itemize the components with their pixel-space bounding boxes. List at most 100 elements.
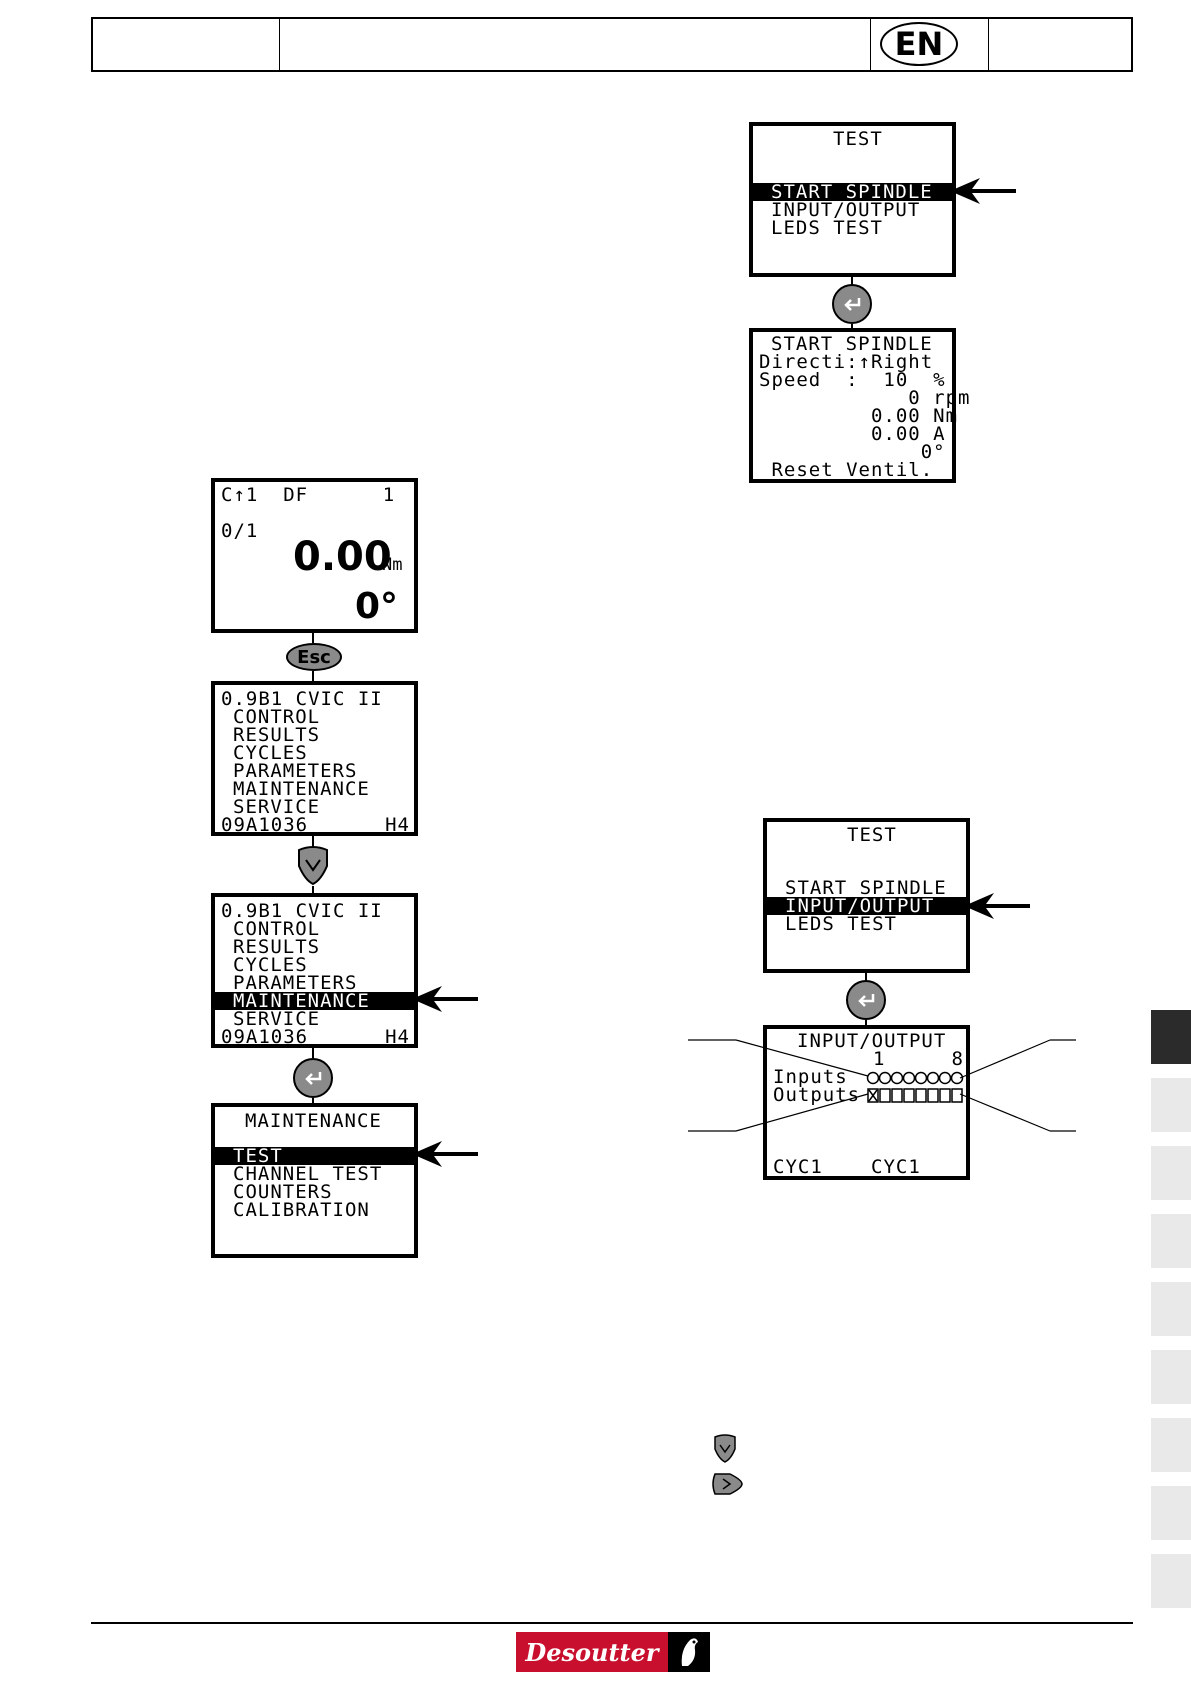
connector — [312, 1098, 314, 1106]
connector — [312, 1048, 314, 1058]
menu-item-results[interactable]: RESULTS — [233, 724, 321, 746]
spindle-title: START SPINDLE — [771, 333, 933, 355]
io-title: INPUT/OUTPUT — [797, 1030, 947, 1052]
right-key-icon — [712, 1473, 743, 1495]
enter-icon — [844, 298, 861, 311]
menu-item-calibration[interactable]: CALIBRATION — [233, 1199, 370, 1221]
enter-button[interactable] — [293, 1058, 333, 1098]
menu-item-control[interactable]: CONTROL — [233, 918, 321, 940]
header-cell-3 — [870, 19, 989, 70]
display-test-menu: TEST START SPINDLE INPUT/OUTPUT LEDS TES… — [749, 122, 956, 277]
menu-item-maintenance[interactable]: MAINTENANCE — [233, 778, 370, 800]
rpm-line: 0 rpm — [759, 387, 971, 409]
menu-item-input-output[interactable]: INPUT/OUTPUT — [771, 199, 921, 221]
esc-button[interactable]: Esc — [286, 643, 342, 671]
chapter-tab[interactable] — [1151, 1078, 1191, 1132]
menu-title: TEST — [847, 824, 897, 846]
angle-line: 0° — [759, 441, 946, 463]
angle-value: 0° — [355, 586, 399, 627]
connector — [312, 886, 314, 894]
pointer-arrow-icon — [412, 1141, 478, 1167]
menu-item-test-selected[interactable]: TEST — [215, 1147, 414, 1166]
menu-item-channel-test[interactable]: CHANNEL TEST — [233, 1163, 383, 1185]
menu-item-control[interactable]: CONTROL — [233, 706, 321, 728]
torque-unit: Nm — [382, 555, 403, 575]
display-home: C↑1 DF 1 0/1 0.00 Nm 0° — [211, 478, 418, 633]
enter-button[interactable] — [832, 284, 872, 324]
menu-item-parameters[interactable]: PARAMETERS — [233, 760, 358, 782]
menu-title: MAINTENANCE — [245, 1110, 382, 1132]
output-squares — [867, 1088, 963, 1103]
menu-title: 0.9B1 CVIC II — [221, 688, 383, 710]
display-test-menu-io: TEST START SPINDLE INPUT/OUTPUT LEDS TES… — [763, 818, 970, 973]
language-badge: EN — [880, 22, 958, 66]
brand-logo: Desoutter — [516, 1632, 710, 1672]
chapter-tab[interactable] — [1151, 1486, 1191, 1540]
connector — [865, 973, 867, 981]
chapter-tab[interactable] — [1151, 1282, 1191, 1336]
display-main-menu: 0.9B1 CVIC II CONTROL RESULTS CYCLES PAR… — [211, 681, 418, 836]
menu-item-input-output-selected[interactable]: INPUT/OUTPUT — [767, 897, 966, 916]
menu-item-maintenance-selected[interactable]: MAINTENANCE — [215, 992, 414, 1011]
current-line: 0.00 A — [759, 423, 946, 445]
version-code: H4 — [385, 1026, 410, 1048]
pointer-arrow-icon — [964, 893, 1030, 919]
display-start-spindle: START SPINDLE Directi:↑Right Speed : 10 … — [749, 328, 971, 483]
menu-item-cycles[interactable]: CYCLES — [233, 742, 308, 764]
chapter-tab[interactable] — [1151, 1554, 1191, 1608]
display-maintenance-menu: MAINTENANCE TEST CHANNEL TEST COUNTERS C… — [211, 1103, 418, 1258]
chapter-tab[interactable] — [1151, 1214, 1191, 1268]
menu-item-service[interactable]: SERVICE — [233, 796, 321, 818]
chapter-tab[interactable] — [1151, 1146, 1191, 1200]
inputs-label: Inputs — [773, 1066, 848, 1088]
io-index-last: 8 — [951, 1048, 964, 1070]
outputs-label: Outputs — [773, 1084, 861, 1106]
io-index-first: 1 — [873, 1048, 886, 1070]
input-circles — [866, 1071, 964, 1085]
menu-item-results[interactable]: RESULTS — [233, 936, 321, 958]
footer-rule — [91, 1622, 1133, 1624]
io-indicators — [866, 1071, 964, 1103]
connector — [865, 1020, 867, 1026]
enter-button[interactable] — [846, 980, 886, 1020]
chapter-tab[interactable] — [1151, 1350, 1191, 1404]
connector — [851, 277, 853, 285]
enter-icon — [305, 1072, 322, 1085]
torque-value: 0.00 — [293, 534, 392, 580]
menu-item-start-spindle[interactable]: START SPINDLE — [785, 877, 947, 899]
connector — [312, 633, 314, 643]
down-button[interactable] — [297, 846, 329, 886]
display-input-output: INPUT/OUTPUT 1 8 Inputs Outputs CYC1 CYC… — [763, 1025, 970, 1180]
reset-ventil-line: Reset Ventil. — [759, 459, 934, 481]
header-cell-2 — [279, 19, 871, 70]
chapter-tab[interactable] — [1151, 1418, 1191, 1472]
pointer-arrow-icon — [412, 986, 478, 1012]
menu-item-cycles[interactable]: CYCLES — [233, 954, 308, 976]
menu-item-counters[interactable]: COUNTERS — [233, 1181, 333, 1203]
io-callout-lines — [688, 1039, 1076, 1132]
display-main-menu-selected: 0.9B1 CVIC II CONTROL RESULTS CYCLES PAR… — [211, 893, 418, 1048]
chapter-tab-active[interactable] — [1151, 1010, 1191, 1064]
speed-line: Speed : 10 % — [759, 369, 946, 391]
pointer-arrow-icon — [950, 178, 1016, 204]
status-line: C↑1 DF 1 — [221, 484, 396, 506]
enter-icon — [858, 994, 875, 1007]
menu-title: 0.9B1 CVIC II — [221, 900, 383, 922]
serial-number: 09A1036 — [221, 814, 309, 836]
cycle-count: 0/1 — [221, 520, 259, 542]
bird-logo-icon — [668, 1632, 710, 1672]
connector — [851, 324, 853, 330]
header-cell-1 — [93, 19, 280, 70]
menu-item-leds-test[interactable]: LEDS TEST — [771, 217, 883, 239]
connector — [312, 836, 314, 848]
menu-item-parameters[interactable]: PARAMETERS — [233, 972, 358, 994]
connector — [312, 671, 314, 681]
direction-line: Directi:↑Right — [759, 351, 934, 373]
version-code: H4 — [385, 814, 410, 836]
menu-item-start-spindle-selected[interactable]: START SPINDLE — [753, 183, 952, 202]
menu-item-service[interactable]: SERVICE — [233, 1008, 321, 1030]
menu-item-leds-test[interactable]: LEDS TEST — [785, 913, 897, 935]
serial-number: 09A1036 — [221, 1026, 309, 1048]
io-footer-right: CYC1 — [871, 1156, 921, 1178]
io-footer-left: CYC1 — [773, 1156, 823, 1178]
